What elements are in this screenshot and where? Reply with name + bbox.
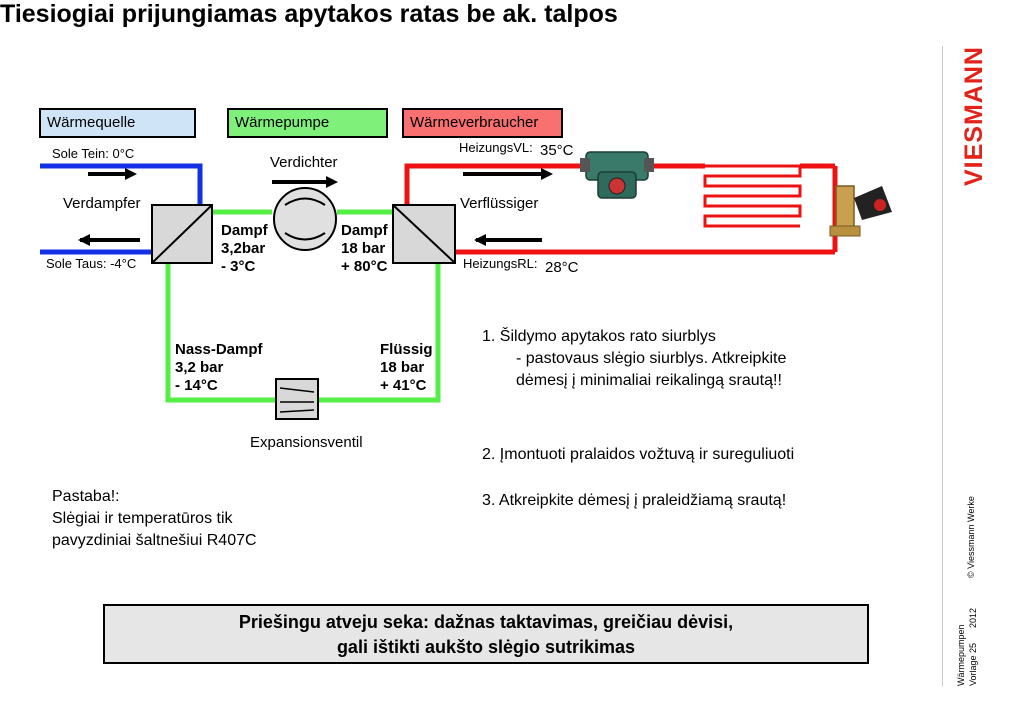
expansion-valve-symbol <box>275 378 319 420</box>
remark-block: Pastaba!: Slėgiai ir temperatūros tik pa… <box>52 488 257 549</box>
note-item-1: 1. Šildymo apytakos rato siurblys - past… <box>482 328 787 389</box>
page-title: Tiesiogiai prijungiamas apytakos ratas b… <box>0 0 618 28</box>
footer-year: 2012 <box>968 607 978 628</box>
copyright-text: © Viessmann Werke <box>966 496 976 578</box>
viessmann-logo: VIESMANN <box>960 46 988 186</box>
heating-supply-label: HeizungsVL: <box>459 140 533 155</box>
state-wet-vapor: Nass-Dampf 3,2 bar - 14°C <box>175 341 263 394</box>
circulation-pump-image <box>580 151 654 199</box>
header-heat-consumer: Wärmeverbraucher <box>402 108 563 138</box>
heating-supply-temp: 35°C <box>540 142 574 159</box>
heating-supply-line <box>404 163 592 207</box>
note-item-2: 2. Įmontuoti pralaidos vožtuvą ir suregu… <box>482 446 795 463</box>
header-heat-source: Wärmequelle <box>39 108 196 138</box>
sidebar-divider <box>942 46 943 686</box>
state-evaporator-out: Dampf 3,2bar - 3°C <box>221 222 268 275</box>
flow-arrows <box>78 168 553 246</box>
condenser-exchanger <box>392 204 456 264</box>
refrigerant-low-side <box>165 263 276 403</box>
compressor-symbol <box>273 187 337 251</box>
refrigerant-lines <box>165 209 441 403</box>
heating-coil <box>703 164 802 228</box>
state-compressor-out: Dampf 18 bar + 80°C <box>341 222 388 275</box>
condenser-label: Verflüssiger <box>460 195 539 212</box>
compressor-label: Verdichter <box>270 154 338 171</box>
expansion-valve-label: Expansionsventil <box>250 434 363 451</box>
heating-lines <box>404 163 838 255</box>
overflow-valve-image <box>829 185 892 237</box>
state-liquid: Flüssig 18 bar + 41°C <box>380 341 433 394</box>
note-item-3: 3. Atkreipkite dėmesį į praleidžiamą sra… <box>482 492 787 509</box>
brine-inlet-label: Sole Tein: 0°C <box>52 146 135 161</box>
brine-supply-line <box>40 163 203 207</box>
warning-box: Priešingu atveju seka: dažnas taktavimas… <box>103 604 869 664</box>
footer-topic: Wärmepumpen <box>956 624 966 686</box>
evaporator-label: Verdampfer <box>63 195 141 212</box>
header-heat-pump: Wärmepumpe <box>227 108 388 138</box>
evaporator-exchanger <box>151 204 213 264</box>
footer-template: Vorlage 25 <box>968 642 978 686</box>
brine-lines <box>40 163 203 255</box>
heating-return-label: HeizungsRL: <box>463 256 538 271</box>
heating-return-temp: 28°C <box>545 259 579 276</box>
refrigerant-high-side <box>318 263 441 403</box>
brine-outlet-label: Sole Taus: -4°C <box>46 256 137 271</box>
